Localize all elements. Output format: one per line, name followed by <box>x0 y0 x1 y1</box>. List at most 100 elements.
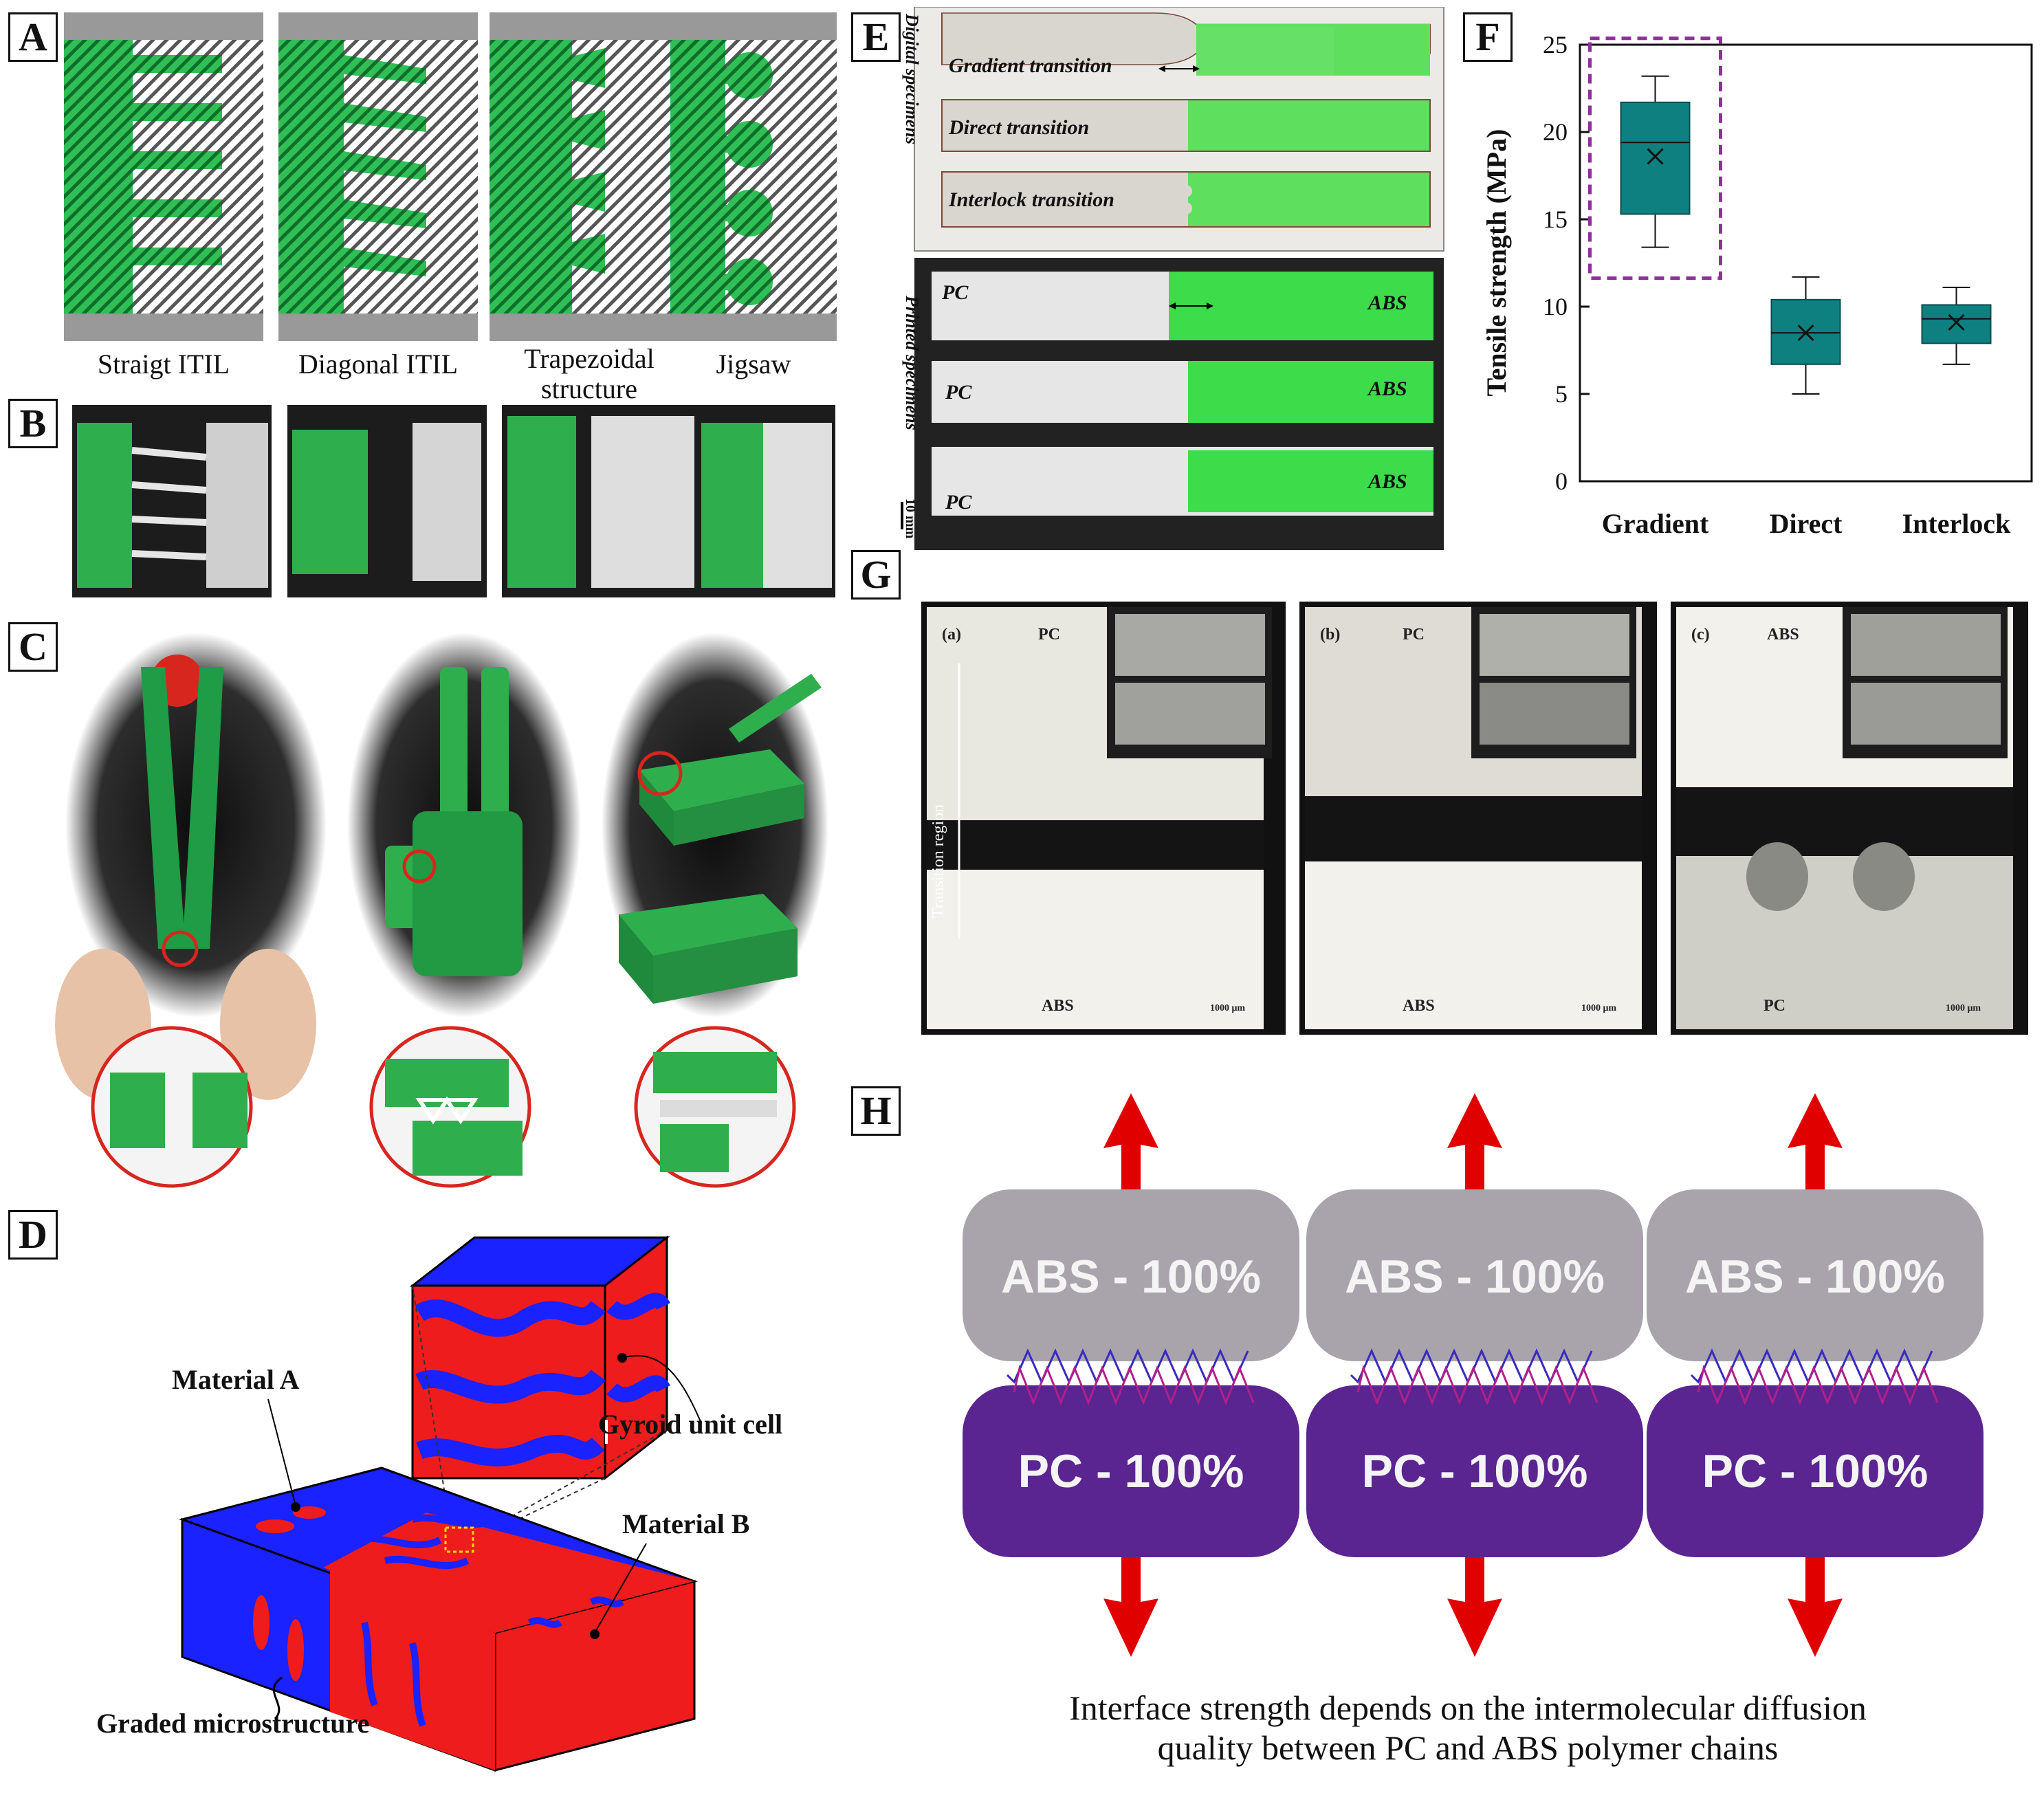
panel-g-micrographs: (a) PC ABS 1000 μm Transition region (b)… <box>921 602 2028 1035</box>
digital-specimen-interlock <box>941 171 1431 228</box>
x-tick-label: Interlock <box>1902 508 2012 539</box>
abs-label: ABS - 100% <box>1685 1251 1945 1303</box>
micrograph-c-top: ABS <box>1767 626 1799 644</box>
panel-label-d: D <box>8 1210 58 1260</box>
label-pc-3: PC <box>945 491 972 514</box>
micrograph-b <box>1299 602 1657 1035</box>
micrograph-b-bottom: ABS <box>1403 997 1435 1015</box>
robot-hand-illustration <box>347 633 581 1018</box>
box-direct <box>1770 276 1841 395</box>
mean-marker <box>1797 325 1814 342</box>
photo-diagonal-fracture <box>287 405 487 597</box>
box-gradient <box>1588 36 1722 281</box>
label-abs-2: ABS <box>1367 377 1407 400</box>
micrograph-c <box>1671 602 2028 1035</box>
box-iqr <box>1620 101 1691 215</box>
y-tick-label: 25 <box>1543 31 1568 58</box>
panel-label-e: E <box>851 12 901 62</box>
gyroid-unit-cell <box>409 1235 670 1481</box>
panel-e-specimens: Gradient transition Direct transition In… <box>901 7 1444 550</box>
panel-b-photos <box>72 405 835 597</box>
graded-block <box>178 1466 699 1772</box>
panel-h-caption-line1: Interface strength depends on the interm… <box>1069 1689 1867 1727</box>
x-tick-label: Direct <box>1770 508 1843 539</box>
zoom-detail-circles <box>91 1026 796 1188</box>
toolpath-trapezoidal <box>490 12 689 341</box>
label-pc-1: PC <box>941 281 969 304</box>
highlight-box <box>1588 36 1722 281</box>
micrograph-a-scale: 1000 μm <box>1210 1003 1245 1013</box>
polymer-chains <box>1697 1364 1939 1406</box>
abs-block <box>963 1189 1299 1361</box>
toolpath-diagonal-itil <box>278 12 478 341</box>
panel-label-b: B <box>8 399 58 448</box>
printed-specimen-3 <box>932 447 1433 516</box>
panel-label-c: C <box>8 622 58 672</box>
caption-diagonal-itil: Diagonal ITIL <box>298 349 459 380</box>
plot-frame <box>1579 43 2033 483</box>
mean-marker <box>1647 148 1664 165</box>
interface-group-1: ABS - 100%PC - 100% <box>963 1093 1299 1657</box>
label-abs-1: ABS <box>1367 292 1407 314</box>
y-tick-label: 5 <box>1555 380 1568 408</box>
tension-arrow-up <box>1788 1093 1843 1189</box>
caption-straight-itil: Straigt ITIL <box>97 349 230 380</box>
micrograph-a-top: PC <box>1038 626 1060 644</box>
photo-straight-fracture <box>72 405 272 597</box>
panel-label-g: G <box>851 550 901 600</box>
x-tick-label: Gradient <box>1602 508 1709 539</box>
label-direct-transition: Direct transition <box>948 116 1089 139</box>
label-gradient-transition: Gradient transition <box>949 54 1112 77</box>
panel-h-schematic: ABS - 100%PC - 100%ABS - 100%PC - 100%AB… <box>963 1093 1983 1657</box>
tension-arrow-down <box>1447 1557 1502 1657</box>
photo-jigsaw-fracture <box>698 405 835 597</box>
pc-block <box>1647 1385 1983 1557</box>
abs-label: ABS - 100% <box>1001 1251 1261 1303</box>
micrograph-a <box>921 602 1286 1035</box>
label-graded-microstructure: Graded microstructure <box>96 1708 369 1739</box>
micrograph-c-scale: 1000 μm <box>1946 1003 1981 1013</box>
digital-specimen-direct <box>941 99 1431 152</box>
box-iqr <box>1770 298 1841 365</box>
caption-trapezoidal: Trapezoidal structure <box>524 343 655 404</box>
micrograph-a-side: Transition region <box>930 804 947 918</box>
tension-arrow-down <box>1788 1557 1843 1657</box>
toolpath-jigsaw <box>670 12 837 341</box>
pc-block <box>963 1385 1299 1557</box>
box-illustration <box>602 633 828 1018</box>
tension-arrow-up <box>1103 1093 1158 1189</box>
pc-label: PC - 100% <box>1362 1445 1588 1497</box>
label-material-a: Material A <box>172 1364 300 1395</box>
panel-label-h: H <box>851 1086 901 1136</box>
y-tick-label: 15 <box>1543 206 1568 233</box>
box-iqr <box>1921 304 1992 344</box>
caption-jigsaw: Jigsaw <box>716 349 791 380</box>
box-interlock <box>1921 287 1992 365</box>
abs-block <box>1306 1189 1643 1361</box>
abs-block <box>1647 1189 1983 1361</box>
panel-d-gyroid-diagram: Material A Gyroid unit cell Material B G… <box>96 1235 782 1772</box>
gripper-illustration <box>55 633 327 1100</box>
interface-group-2: ABS - 100%PC - 100% <box>1306 1093 1643 1657</box>
digital-specimen-gradient <box>941 12 1431 76</box>
printed-specimen-2 <box>932 361 1433 423</box>
panel-c-applications <box>55 633 828 1188</box>
label-digital-specimens: Digital specimens <box>902 13 922 144</box>
pc-label: PC - 100% <box>1702 1445 1928 1497</box>
y-tick-label: 10 <box>1543 293 1568 320</box>
panel-h-caption: Interface strength depends on the interm… <box>894 1688 2042 1768</box>
tension-arrow-up <box>1447 1093 1502 1189</box>
toolpath-straight-itil <box>64 12 263 341</box>
x-labels: Gradient Direct Interlock <box>1602 508 2011 539</box>
panel-label-f: F <box>1463 12 1513 62</box>
micrograph-c-bottom: PC <box>1763 997 1785 1015</box>
label-pc-2: PC <box>945 381 972 404</box>
micrograph-c-tag: (c) <box>1691 626 1710 644</box>
micrograph-a-tag: (a) <box>942 626 961 644</box>
micrograph-b-tag: (b) <box>1320 626 1340 644</box>
mean-marker <box>1948 314 1965 331</box>
tension-arrow-down <box>1103 1557 1158 1657</box>
polymer-chains <box>1356 1364 1598 1406</box>
